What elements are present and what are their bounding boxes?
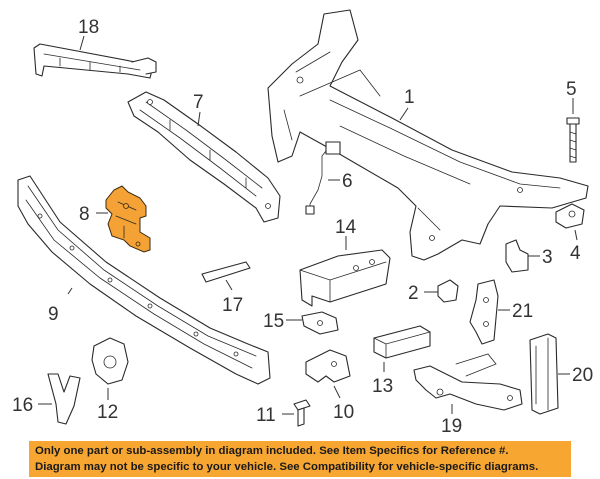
part-8-bracket-highlighted (105, 185, 151, 253)
part-11-bolt (293, 399, 311, 427)
callout-5: 5 (566, 79, 577, 100)
part-10-bracket (305, 349, 351, 383)
callout-1: 1 (404, 87, 415, 108)
callout-13: 13 (372, 376, 393, 397)
part-5-bolt (566, 117, 580, 163)
part-16-bracket (47, 373, 81, 425)
callout-10: 10 (333, 402, 354, 423)
part-1-radiator-support (267, 9, 589, 261)
part-2-clip (437, 279, 459, 303)
part-15-plate (301, 311, 339, 335)
part-20-channel (529, 333, 559, 415)
callout-14: 14 (335, 217, 357, 238)
callout-15: 15 (263, 311, 284, 332)
callout-6: 6 (342, 171, 353, 192)
part-18-upper-bar (33, 43, 157, 79)
part-19-arm-bracket (413, 353, 523, 411)
callout-20: 20 (572, 365, 593, 386)
callout-16: 16 (12, 395, 33, 416)
part-7-reinforcement (127, 91, 281, 223)
part-14-bracket (299, 249, 391, 307)
part-12-bracket (91, 337, 129, 385)
part-21-bracket (469, 279, 499, 345)
notice-line-1: Only one part or sub-assembly in diagram… (35, 445, 509, 457)
part-17-strip (201, 261, 251, 283)
callout-11: 11 (256, 405, 276, 426)
callout-7: 7 (193, 92, 204, 113)
callout-12: 12 (97, 402, 118, 423)
part-4-mount-bracket (555, 203, 585, 229)
part-6-sensor (305, 141, 341, 215)
callout-17: 17 (222, 295, 243, 316)
callout-19: 19 (441, 416, 462, 437)
part-13-absorber (373, 325, 431, 359)
notice-banner: Only one part or sub-assembly in diagram… (29, 441, 571, 477)
callout-21: 21 (512, 301, 533, 322)
callout-8: 8 (79, 204, 90, 225)
callout-9: 9 (48, 304, 59, 325)
callout-4: 4 (570, 243, 581, 264)
callout-3: 3 (542, 247, 553, 268)
part-3-bracket (505, 239, 529, 273)
part-9-bumper-beam (17, 175, 271, 385)
notice-line-2: Diagram may not be specific to your vehi… (35, 460, 539, 473)
callout-18: 18 (78, 17, 99, 38)
callout-2: 2 (408, 283, 419, 304)
